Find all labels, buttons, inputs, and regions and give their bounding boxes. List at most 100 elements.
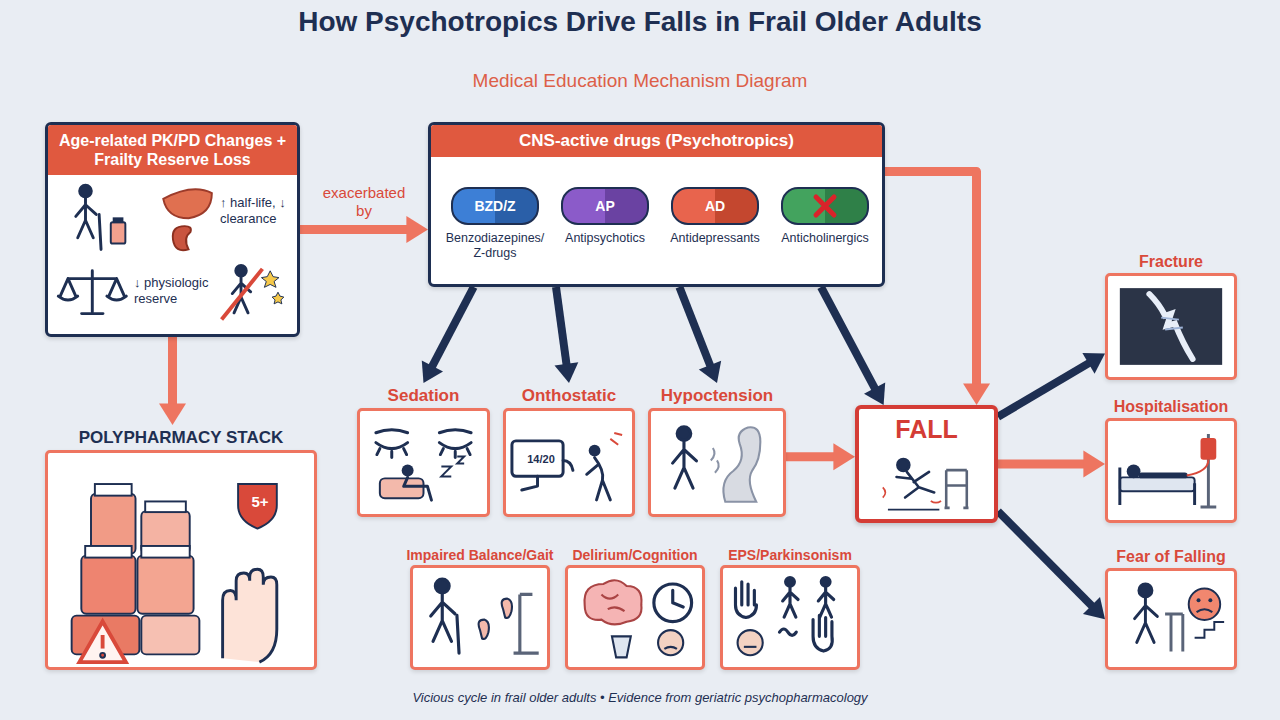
heading-row: EPS/Parkinsonism bbox=[720, 540, 860, 563]
connector-arrow bbox=[998, 451, 1105, 478]
panel-text: 5+ bbox=[245, 493, 275, 510]
illustration bbox=[725, 570, 855, 665]
heading-row: Sedation bbox=[357, 383, 490, 406]
icon bbox=[653, 413, 781, 512]
panel-frame: 14/20 bbox=[503, 408, 635, 517]
arrow-head bbox=[1083, 597, 1105, 619]
connector-arrow bbox=[422, 287, 474, 383]
heading-row: POLYPHARMACY STACK bbox=[45, 425, 317, 448]
mechanism-box: Hospitalisation bbox=[1105, 393, 1237, 523]
icon bbox=[725, 570, 855, 665]
connector-line bbox=[556, 287, 567, 365]
illustration bbox=[1110, 278, 1232, 375]
connector-line bbox=[998, 363, 1089, 417]
illustration bbox=[50, 455, 312, 665]
icon bbox=[570, 570, 700, 665]
icon bbox=[50, 455, 312, 665]
mechanism-box: EPS/Parkinsonism bbox=[720, 540, 860, 670]
illustration bbox=[1110, 573, 1232, 665]
pill-caption: Antidepressants bbox=[663, 231, 767, 246]
heading-row: Onthostatic bbox=[503, 383, 635, 406]
mechanism-box: Onthostatic 14/20 bbox=[503, 383, 635, 517]
connector-arrow bbox=[300, 216, 428, 243]
connector-arrow bbox=[679, 287, 721, 383]
connector-line bbox=[168, 337, 177, 404]
mechanism-box: Fear of Falling bbox=[1105, 543, 1237, 670]
illustration bbox=[570, 570, 700, 665]
mechanism-box: POLYPHARMACY STACK 5+ bbox=[45, 425, 317, 670]
connector-arrow bbox=[555, 287, 579, 383]
arrow-head bbox=[555, 362, 579, 383]
mechanism-box: Impaired Balance/Gait bbox=[410, 540, 550, 670]
note-text: ↑ half-life, ↓ clearance bbox=[220, 195, 300, 228]
header-band: Age-related PK/PD Changes + Frailty Rese… bbox=[48, 125, 297, 175]
pill-caption: Benzodiazepines/ Z-drugs bbox=[443, 231, 547, 261]
arrow-head bbox=[1083, 451, 1105, 478]
connector-arrow bbox=[885, 172, 990, 406]
cross-mark bbox=[810, 193, 840, 219]
pill-label: AD bbox=[705, 198, 725, 214]
pill-caption: Antipsychotics bbox=[553, 231, 657, 246]
box-heading: Onthostatic bbox=[522, 386, 616, 406]
drug-pill: Anticholinergics bbox=[773, 187, 877, 246]
heading-row: Hospitalisation bbox=[1105, 393, 1237, 416]
heading-row: Fracture bbox=[1105, 248, 1237, 271]
header-band: CNS-active drugs (Psychotropics) bbox=[431, 125, 882, 157]
note-text: ↓ physiologic reserve bbox=[134, 275, 216, 308]
icon bbox=[508, 413, 630, 512]
box-heading: Sedation bbox=[388, 386, 460, 406]
illustration bbox=[362, 413, 485, 512]
connector-line bbox=[432, 287, 474, 367]
box-heading: POLYPHARMACY STACK bbox=[79, 428, 284, 448]
drug-pill: AD Antidepressants bbox=[663, 187, 767, 246]
box-heading: EPS/Parkinsonism bbox=[728, 547, 852, 563]
connector-line bbox=[821, 287, 875, 389]
arrow-head bbox=[1082, 353, 1105, 374]
panel-frame: 5+ bbox=[45, 450, 317, 670]
heading-row: Delirium/Cognition bbox=[565, 540, 705, 563]
icon bbox=[415, 570, 545, 665]
box-heading: Hypoctension bbox=[661, 386, 773, 406]
icon bbox=[1110, 573, 1232, 665]
box-heading: Impaired Balance/Gait bbox=[406, 547, 553, 563]
heading-row: Hypoctension bbox=[648, 383, 786, 406]
pill-caption: Anticholinergics bbox=[773, 231, 877, 246]
fall-label: FALL bbox=[859, 415, 994, 444]
arrow-head bbox=[406, 216, 428, 243]
capsule bbox=[781, 187, 869, 225]
box-heading: Delirium/Cognition bbox=[572, 547, 697, 563]
box-heading: CNS-active drugs (Psychotropics) bbox=[441, 131, 872, 151]
header-box: CNS-active drugs (Psychotropics) BZD/Z Ben… bbox=[428, 122, 885, 287]
panel-frame bbox=[1105, 418, 1237, 523]
arrow-head bbox=[159, 403, 186, 425]
arrow-head bbox=[864, 382, 885, 405]
drug-pill: AP Antipsychotics bbox=[553, 187, 657, 246]
connector-arrow bbox=[821, 287, 885, 405]
panel-frame bbox=[720, 565, 860, 670]
illustration bbox=[415, 570, 545, 665]
mechanism-box: Delirium/Cognition bbox=[565, 540, 705, 670]
connector-arrow bbox=[998, 511, 1105, 619]
icon bbox=[1110, 278, 1232, 375]
header-box: Age-related PK/PD Changes + Frailty Rese… bbox=[45, 122, 300, 337]
illustration bbox=[1110, 423, 1232, 518]
connector-line bbox=[300, 225, 407, 234]
title: How Psychotropics Drive Falls in Frail O… bbox=[0, 6, 1280, 38]
panel-frame bbox=[648, 408, 786, 517]
capsule: AD bbox=[671, 187, 759, 225]
connector-line bbox=[885, 172, 977, 385]
panel-text: 14/20 bbox=[518, 453, 564, 465]
panel-frame bbox=[1105, 568, 1237, 670]
connector-arrow bbox=[786, 443, 855, 470]
panel-frame bbox=[565, 565, 705, 670]
pill-label: AP bbox=[595, 198, 614, 214]
icon bbox=[865, 453, 988, 513]
capsule: BZD/Z bbox=[451, 187, 539, 225]
connector-line bbox=[786, 452, 834, 461]
arrow-head bbox=[422, 360, 443, 383]
connector-line bbox=[998, 511, 1092, 606]
edge-label: exacerbated by bbox=[314, 184, 414, 220]
box-heading: Fracture bbox=[1139, 253, 1203, 271]
